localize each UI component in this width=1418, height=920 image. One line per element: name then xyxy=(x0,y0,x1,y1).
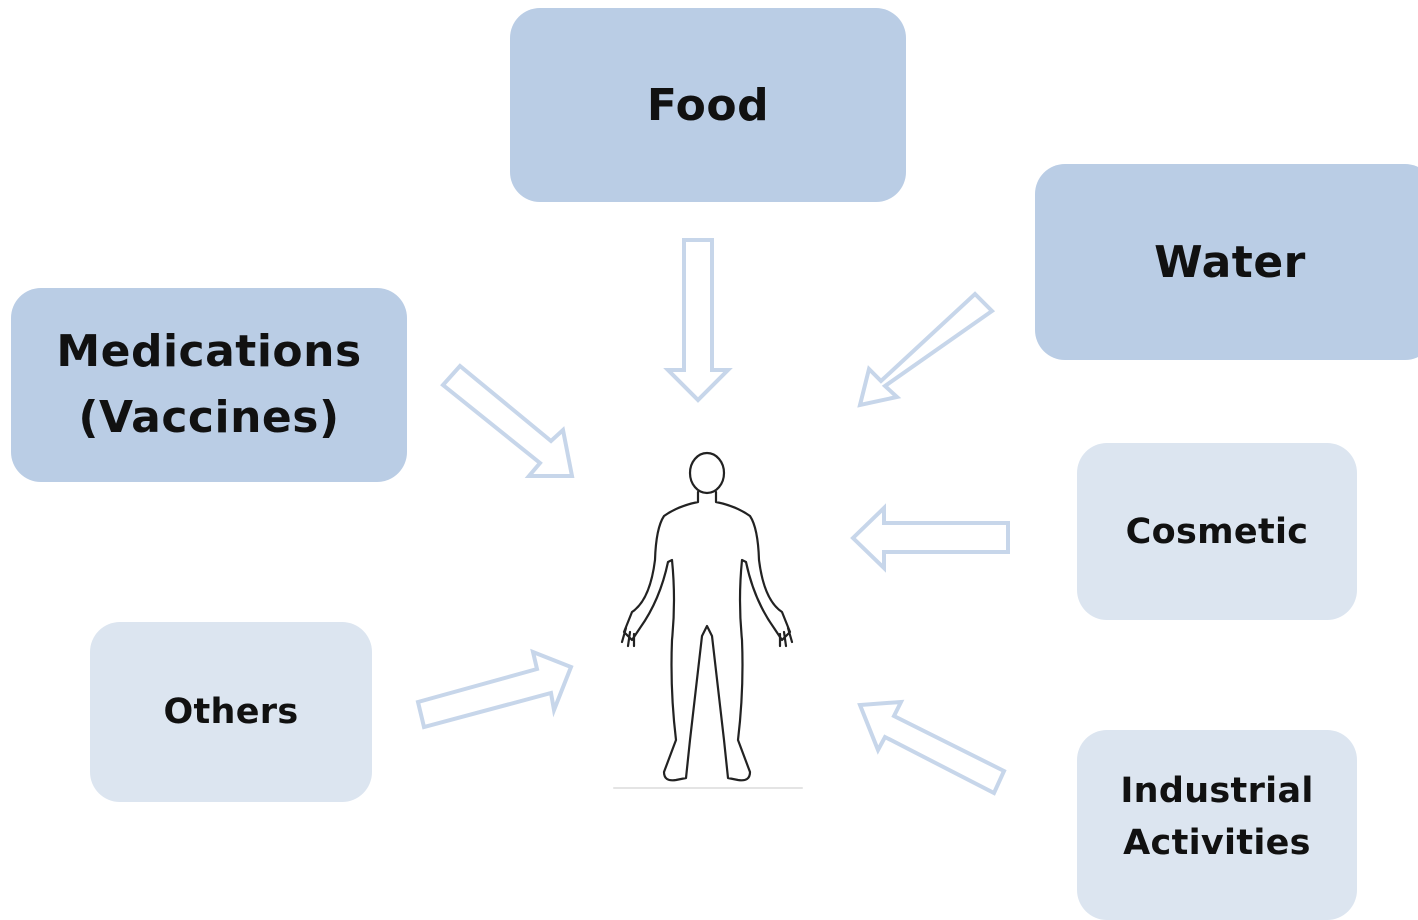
source-industrial-label-line1: Industrial xyxy=(1120,771,1314,811)
source-medications-box: Medications (Vaccines) xyxy=(11,288,407,482)
source-medications-label: Medications xyxy=(56,326,362,377)
arrow-water-to-body xyxy=(857,291,996,408)
source-industrial-label-line2: Activities xyxy=(1123,823,1311,863)
arrow-others-to-body xyxy=(415,648,574,730)
right-hand-outline xyxy=(778,626,794,648)
source-water-label: Water xyxy=(1154,236,1306,288)
arrow-food-to-body xyxy=(663,238,733,403)
source-food-box: Food xyxy=(510,8,906,202)
arrow-cosmetic-to-body xyxy=(850,503,1010,573)
head-outline xyxy=(688,451,726,495)
source-food-label: Food xyxy=(646,79,770,131)
left-hand-outline xyxy=(620,626,636,648)
source-industrial-box: Industrial Activities xyxy=(1077,730,1357,920)
source-others-box: Others xyxy=(90,622,372,802)
source-medications-sublabel: (Vaccines) xyxy=(78,392,340,443)
source-water-box: Water xyxy=(1035,164,1418,360)
source-others-label: Others xyxy=(163,692,299,732)
body-outline xyxy=(622,490,792,782)
arrow-medications-to-body xyxy=(440,363,575,478)
arrow-industrial-to-body xyxy=(857,699,1007,796)
source-cosmetic-box: Cosmetic xyxy=(1077,443,1357,620)
source-cosmetic-label: Cosmetic xyxy=(1125,511,1309,552)
